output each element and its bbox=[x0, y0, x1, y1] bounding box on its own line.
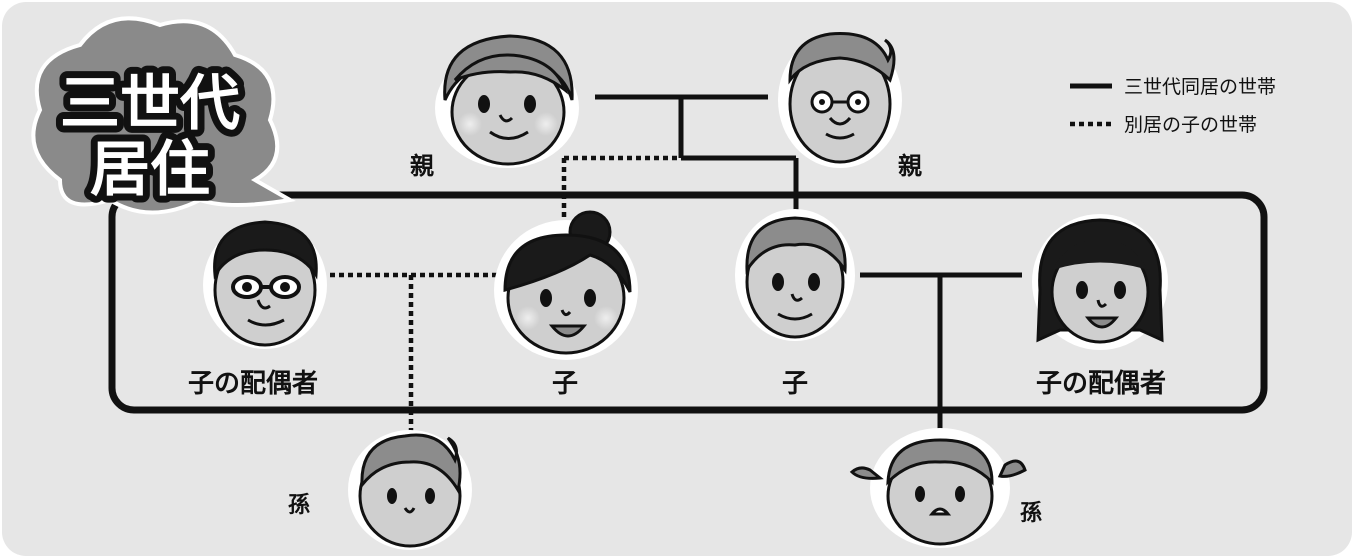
dotted-connections bbox=[330, 155, 681, 432]
grandfather-face-icon bbox=[778, 32, 902, 168]
legend: 三世代同居の世帯 別居の子の世帯 bbox=[1070, 76, 1276, 136]
legend-dotted-label: 別居の子の世帯 bbox=[1124, 114, 1257, 136]
boy-face-icon bbox=[348, 430, 472, 550]
woman-long-hair-face-icon bbox=[1032, 214, 1168, 350]
woman-with-bun-face-icon bbox=[494, 210, 638, 360]
son-label: 子 bbox=[782, 369, 808, 399]
girl-pigtails-face-icon bbox=[849, 428, 1027, 548]
grandfather-label: 親 bbox=[898, 152, 922, 180]
man-face-icon bbox=[735, 209, 855, 341]
legend-solid-label: 三世代同居の世帯 bbox=[1124, 76, 1276, 98]
grandson-label: 孫 bbox=[288, 492, 310, 518]
badge-line2: 居住 bbox=[90, 135, 210, 205]
spouse-left-label: 子の配偶者 bbox=[188, 369, 318, 399]
spouse-right-label: 子の配偶者 bbox=[1036, 369, 1166, 399]
granddaughter-label: 孫 bbox=[1020, 500, 1042, 526]
man-with-glasses-face-icon bbox=[203, 220, 327, 349]
badge-line1: 三世代 bbox=[60, 69, 240, 139]
badge-cloud: 三世代 居住 bbox=[31, 16, 296, 215]
household-box bbox=[108, 191, 1268, 414]
grandmother-face-icon bbox=[435, 34, 579, 168]
solid-connections bbox=[595, 94, 1022, 440]
daughter-label: 子 bbox=[552, 369, 578, 399]
grandmother-label: 親 bbox=[410, 152, 434, 180]
